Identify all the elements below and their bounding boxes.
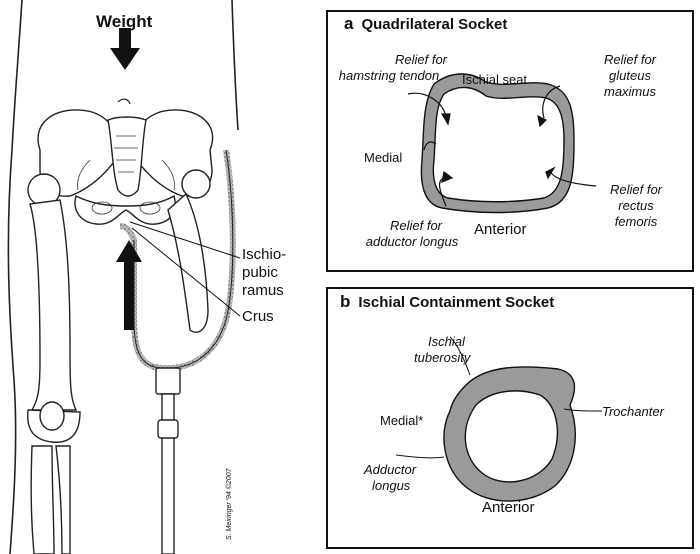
a-rectus-line2: rectus [618,198,654,213]
panel-a-frame [326,10,694,272]
panel-b-title: b Ischial Containment Socket [340,292,554,312]
quadrilateral-socket-ring [420,73,575,214]
prosthetic-pylon [155,367,181,554]
panel-b-letter: b [340,292,351,311]
panel-a-title: a Quadrilateral Socket [344,14,507,34]
a-anterior: Anterior [474,221,527,238]
a-gluteus-line2: gluteus [609,68,651,83]
body-outline-right [231,0,239,131]
femoral-heads [27,169,211,207]
crus-pointer [129,221,241,317]
b-pointer-lines [395,336,603,459]
ischial-containment-socket-ring [443,366,576,502]
residual-femur [167,192,209,333]
panel-b-title-text: Ischial Containment Socket [358,294,555,311]
a-gluteus-line3: maximus [603,84,656,99]
pelvis-detail [77,135,175,215]
b-ischial-line2: tuberosity [414,350,471,365]
a-rectus-line3: femoris [614,214,658,229]
a-hamstring-line1: Relief for [394,52,448,67]
left-femur [29,199,78,411]
b-adductor-line1: Adductor [364,462,417,477]
a-adductor-line1: Relief for [389,218,443,233]
panel-b-frame [326,287,694,549]
b-medial: Medial* [380,413,424,428]
b-adductor-line2: longus [372,478,411,493]
relief-arrows [407,85,597,207]
b-trochanter: Trochanter [602,404,664,419]
ischio-label-line3: ramus [242,282,284,299]
crus-label: Crus [242,308,274,325]
panel-a-letter: a [344,14,354,33]
ischio-label-line1: Ischio- [242,246,287,263]
a-adductor-line2: adductor longus [365,234,459,249]
weight-arrow-down [110,28,140,70]
artist-signature: S. Meiringer '94 ©2007 [226,468,233,540]
left-knee [27,401,81,554]
b-anterior: Anterior [482,499,535,516]
weight-label: Weight [96,12,153,31]
a-gluteus-line1: Relief for [603,52,657,67]
panel-a-title-text: Quadrilateral Socket [361,16,508,33]
ischio-label-line2: pubic [242,264,278,281]
a-rectus-line1: Relief for [609,182,663,197]
upward-force-arrow [116,240,142,330]
body-outline-left [7,0,23,554]
a-ischial-seat: Ischial seat [462,72,528,87]
a-hamstring-line2: hamstring tendon [338,68,440,83]
navel-mark [117,98,131,105]
a-medial: Medial [364,150,403,165]
pelvis-legs-illustration [7,0,241,554]
b-ischial-line1: Ischial [428,334,465,349]
